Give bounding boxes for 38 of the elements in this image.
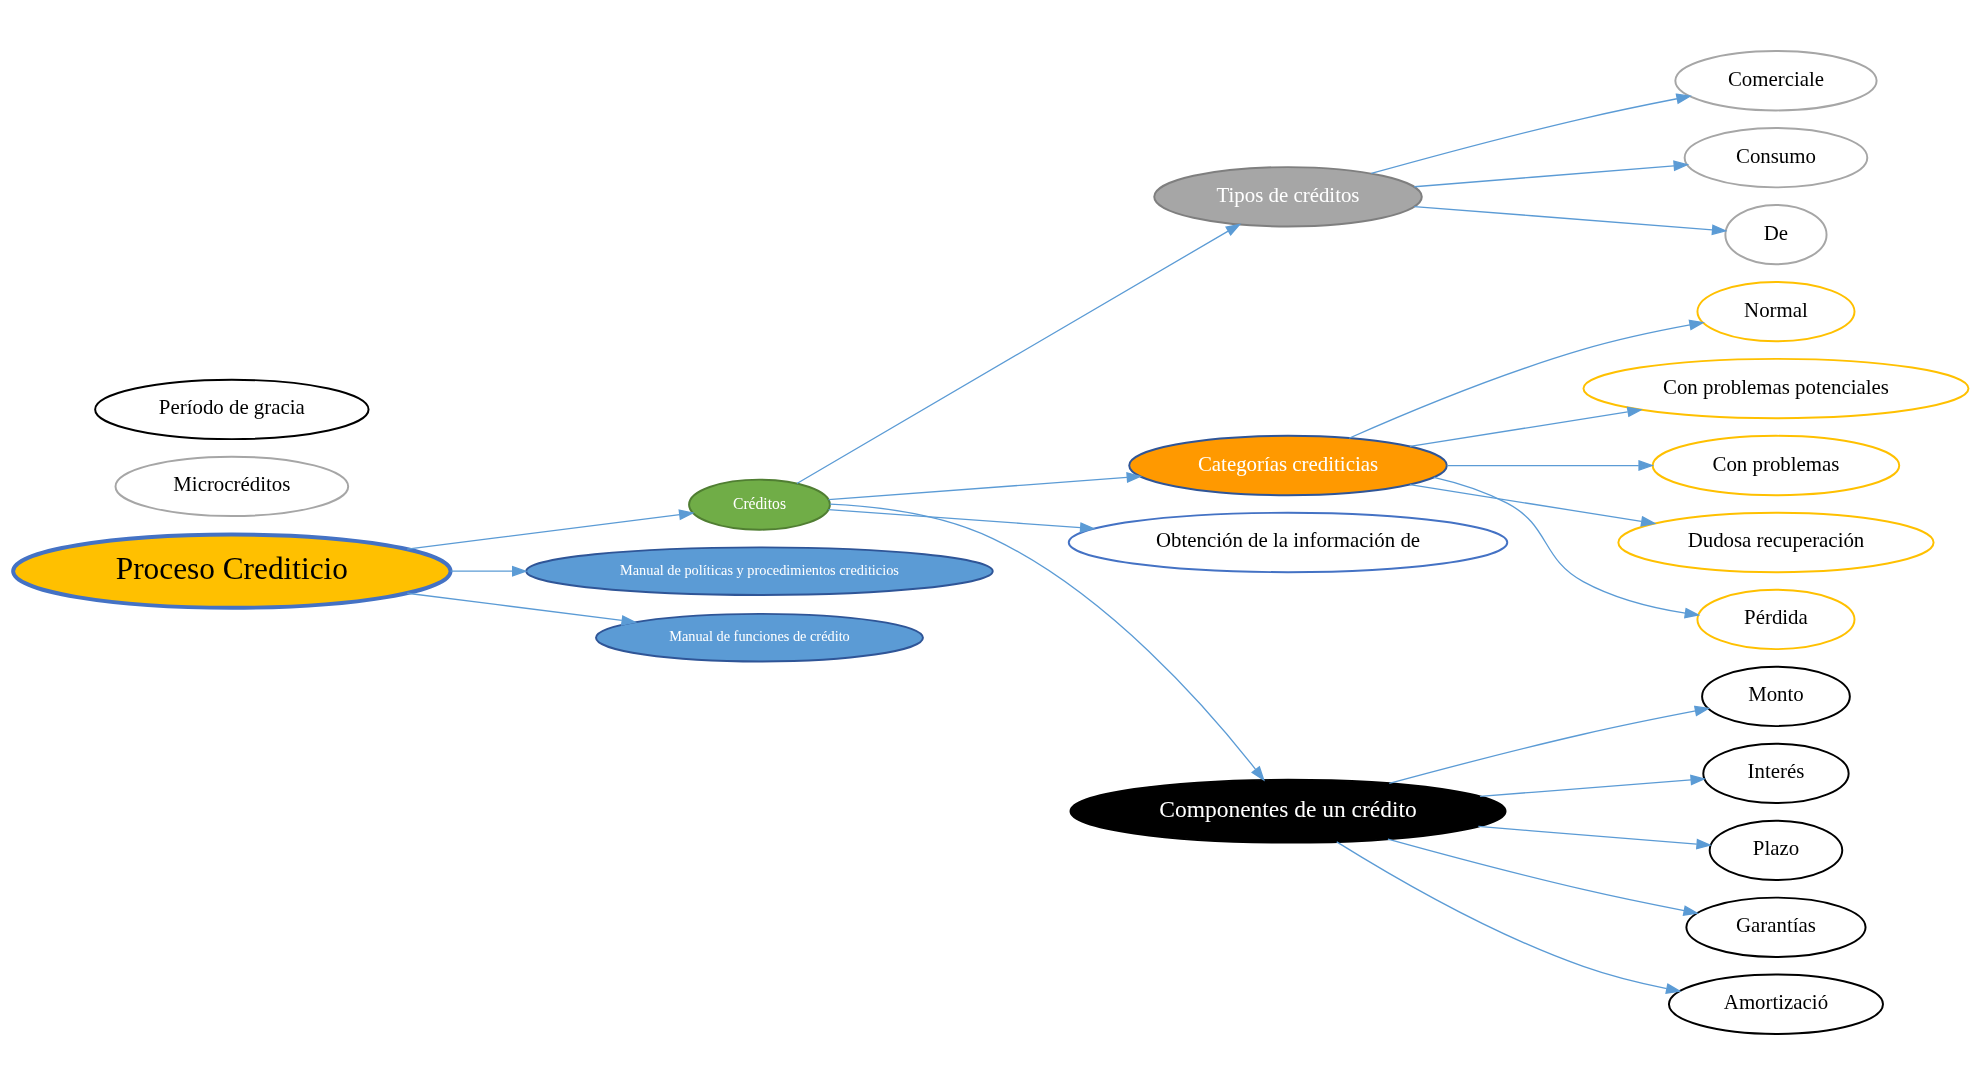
arrow	[827, 508, 1096, 534]
node-ellipse: Componentes de un crédito	[1069, 778, 1507, 844]
arrow	[1387, 838, 1700, 916]
arrow	[1479, 774, 1707, 797]
node-ellipse: Tipos de créditos	[1153, 166, 1423, 228]
node-ellipse: Pérdida	[1696, 588, 1856, 651]
node-ellipse: Período de gracia	[94, 378, 370, 441]
arrow	[796, 223, 1242, 485]
arrow	[1413, 205, 1728, 236]
node-ellipse: Consumo	[1683, 127, 1869, 189]
arrow	[1477, 825, 1713, 850]
node-ellipse: Garantías	[1685, 896, 1867, 958]
arrow	[406, 509, 695, 550]
arrow	[1433, 476, 1701, 619]
arrow	[1413, 160, 1690, 188]
node-ellipse: De	[1724, 204, 1828, 266]
node-ellipse: Monto	[1701, 665, 1851, 728]
arrow	[1348, 319, 1705, 439]
arrow	[1370, 93, 1692, 175]
arrow	[1409, 406, 1643, 448]
node-ellipse: Con problemas	[1651, 434, 1901, 497]
arrow	[1388, 705, 1711, 785]
arrow	[1336, 841, 1682, 994]
node-ellipse: Interés	[1702, 742, 1850, 805]
node-ellipse: Manual de políticas y procedimientos crediticios	[525, 546, 994, 596]
node-ellipse: Créditos	[688, 478, 831, 531]
node-ellipse: Dudosa recuperación	[1617, 511, 1935, 574]
node-ellipse: Proceso Crediticio	[11, 532, 453, 610]
node-ellipse: Microcréditos	[114, 455, 350, 518]
node-ellipse: Plazo	[1708, 819, 1844, 881]
node-ellipse: Normal	[1696, 280, 1856, 343]
arrow	[1409, 484, 1657, 527]
arrow	[406, 592, 638, 626]
arrow	[827, 472, 1143, 501]
arrow	[449, 565, 528, 577]
arrow	[829, 503, 1265, 782]
arrow	[1446, 460, 1655, 471]
node-ellipse: Obtención de la información de	[1067, 511, 1509, 574]
